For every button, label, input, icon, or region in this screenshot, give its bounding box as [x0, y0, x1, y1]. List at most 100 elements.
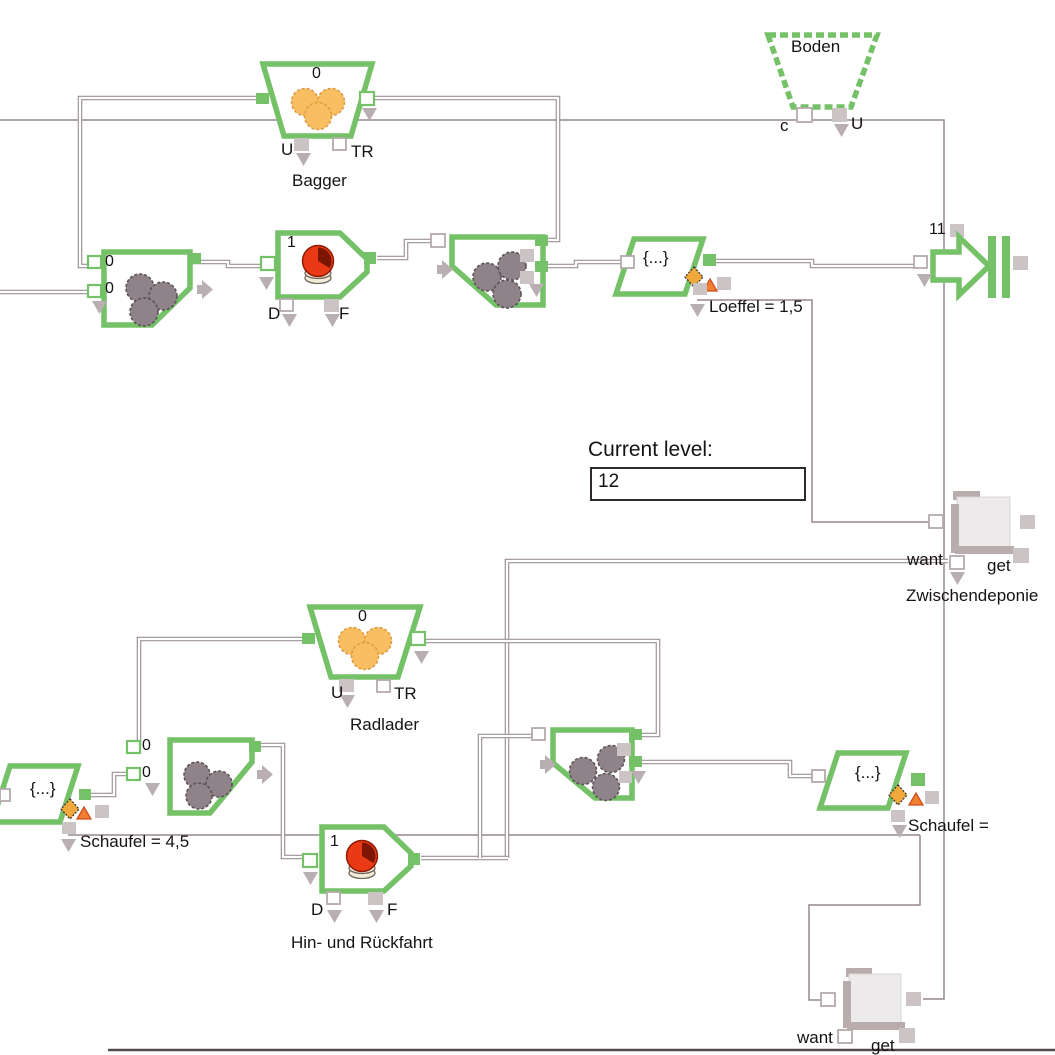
port-right: [1020, 515, 1035, 529]
port-gray: [925, 791, 939, 804]
exit-bar: [1002, 236, 1010, 298]
token-gray: [591, 772, 621, 802]
depot-icon: [955, 546, 1014, 554]
node-assign-schaufel-left[interactable]: [0, 763, 109, 852]
port-in: [430, 233, 446, 248]
port-out-top: [535, 235, 548, 246]
down-arrow-icon: [362, 108, 377, 121]
node-exit[interactable]: [913, 224, 1028, 302]
node-queue-bottom-middle[interactable]: [531, 727, 646, 802]
queue-f-port2-label: 0: [142, 764, 151, 781]
assign-right-glyph: {...}: [855, 763, 881, 782]
node-sink-block[interactable]: [820, 968, 921, 1044]
token-gray: [472, 262, 502, 292]
port-in: [256, 93, 269, 104]
down-arrow-icon: [369, 910, 384, 923]
down-arrow-icon: [259, 277, 274, 290]
token-gray: [205, 770, 233, 798]
signal-line-loeffel-to-depot: [697, 299, 934, 523]
node-drive-bottom[interactable]: [301, 824, 420, 923]
port-out-right: [629, 756, 642, 767]
port-gray-1: [617, 743, 631, 756]
port-u: [294, 138, 309, 151]
warning-icon: [75, 805, 93, 820]
port-in: [928, 514, 944, 529]
boden-port-u-label: U: [851, 114, 864, 133]
sink-get-label: get: [871, 1036, 895, 1055]
token-gray: [129, 297, 159, 327]
node-assign-schaufel-right[interactable]: [811, 750, 939, 838]
port-in-2: [86, 283, 103, 299]
token-orange: [303, 101, 333, 131]
sink-icon: [848, 973, 902, 1025]
diamond-icon: [684, 266, 704, 288]
down-arrow-icon: [325, 314, 340, 327]
token-gray: [492, 279, 522, 309]
node-radlader-store[interactable]: [302, 604, 429, 708]
clock-wedge-icon: [362, 842, 376, 863]
current-level-input[interactable]: 12: [590, 467, 806, 501]
token-gray: [185, 782, 213, 810]
depot-icon: [956, 496, 1011, 548]
port-out: [409, 630, 427, 647]
down-arrow-icon: [834, 124, 849, 137]
exit-count: 11: [929, 221, 946, 238]
token-gray: [497, 251, 527, 281]
token-gray: [568, 756, 598, 786]
port-in-1: [86, 254, 103, 270]
port-gray: [95, 805, 109, 818]
diamond-icon: [888, 784, 908, 806]
port-in-1: [125, 739, 142, 755]
drive-top-port-d-label: D: [268, 304, 281, 323]
port-out: [408, 853, 420, 865]
radlader-port-tr-label: TR: [394, 684, 417, 703]
port-tr: [332, 137, 347, 151]
signal-line-schaufel-to-sink: [808, 835, 921, 1001]
port-in: [913, 255, 928, 269]
down-arrow-icon: [690, 304, 705, 317]
drive-bottom-count: 1: [330, 833, 339, 850]
port-tr: [376, 679, 391, 693]
port-out: [364, 252, 376, 264]
port-gray-1: [520, 249, 534, 262]
radlader-count: 0: [358, 608, 367, 625]
token-orange: [350, 641, 380, 671]
port-in: [301, 852, 319, 869]
node-queue-bottom-left[interactable]: [125, 737, 273, 816]
boden-name: Boden: [791, 37, 841, 56]
port-want: [949, 555, 965, 570]
port-out: [249, 741, 261, 752]
port-get: [899, 1028, 915, 1043]
clock-wedge-icon: [318, 247, 332, 268]
node-bagger-store[interactable]: [256, 61, 377, 166]
node-drive-top[interactable]: [259, 230, 376, 327]
depot-name: Zwischendeponie: [906, 586, 1039, 605]
down-arrow-icon: [61, 839, 76, 852]
port-in: [259, 255, 277, 272]
port-label: [891, 810, 905, 822]
port-out: [911, 773, 925, 786]
down-arrow-icon: [296, 153, 311, 166]
port-out: [358, 90, 376, 107]
drive-bottom-name: Hin- und Rückfahrt: [291, 933, 433, 952]
port-right: [906, 992, 921, 1006]
node-queue-top-left[interactable]: [86, 249, 213, 328]
drive-bottom-port-f-label: F: [387, 900, 398, 919]
down-arrow-icon: [92, 301, 107, 314]
port-gray-2: [520, 271, 534, 284]
down-arrow-icon: [529, 284, 544, 297]
node-boden-source[interactable]: [764, 32, 881, 137]
sink-icon: [843, 981, 851, 1028]
assign-right-label: Schaufel =: [908, 816, 989, 835]
node-assign-loeffel[interactable]: [612, 236, 731, 317]
down-arrow-icon: [892, 825, 907, 838]
port-label: [62, 822, 76, 834]
queue-a-port2-label: 0: [105, 280, 114, 297]
port-in: [620, 255, 635, 269]
bagger-count: 0: [312, 65, 321, 82]
node-zwischendeponie[interactable]: [928, 491, 1035, 585]
node-queue-top-middle[interactable]: [430, 233, 548, 309]
port-gray-2: [619, 771, 632, 783]
sink-want-label: want: [797, 1028, 833, 1047]
